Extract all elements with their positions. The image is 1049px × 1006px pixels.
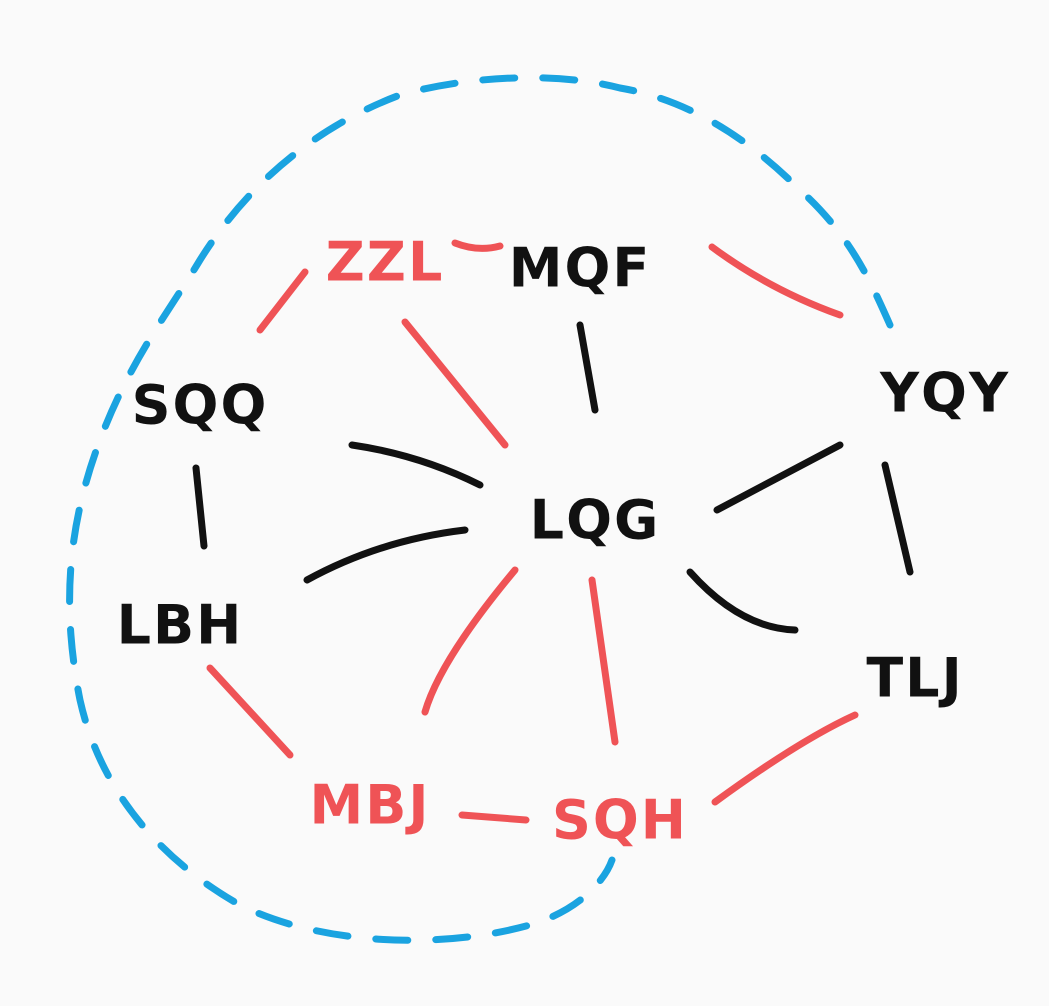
node-tlj: TLJ (866, 646, 964, 710)
node-zzl: ZZL (325, 230, 445, 294)
dashed-boundary-loop (66, 74, 894, 944)
edge-sqq-lqg (348, 441, 484, 489)
edges-group (192, 239, 914, 824)
node-sqh: SQH (552, 788, 688, 852)
node-lbh: LBH (116, 593, 244, 657)
node-lqg: LQG (529, 488, 661, 552)
node-yqy: YQY (879, 361, 1011, 425)
edge-sqh-tlj (711, 711, 859, 806)
edge-yqy-lqg (713, 441, 844, 514)
node-mqf: MQF (508, 236, 652, 300)
edge-lqg-tlj (686, 568, 799, 634)
edge-lqg-sqh (588, 576, 619, 746)
node-mbj: MBJ (309, 773, 431, 837)
edge-mqf-lqg (576, 321, 599, 414)
edge-zzl-mqf (451, 239, 504, 252)
edge-yqy-tlj (881, 461, 914, 576)
edge-mqf-yqy (708, 243, 844, 319)
edge-sqq-lbh (192, 464, 208, 550)
edge-zzl-lqg (401, 318, 509, 449)
edge-zzl-sqq (256, 268, 309, 334)
node-sqq: SQQ (131, 373, 269, 437)
edge-lbh-mbj (206, 664, 294, 759)
edge-mbj-sqh (458, 811, 530, 824)
edge-lbh-lqg (303, 526, 469, 584)
edge-lqg-mbj (421, 566, 519, 716)
